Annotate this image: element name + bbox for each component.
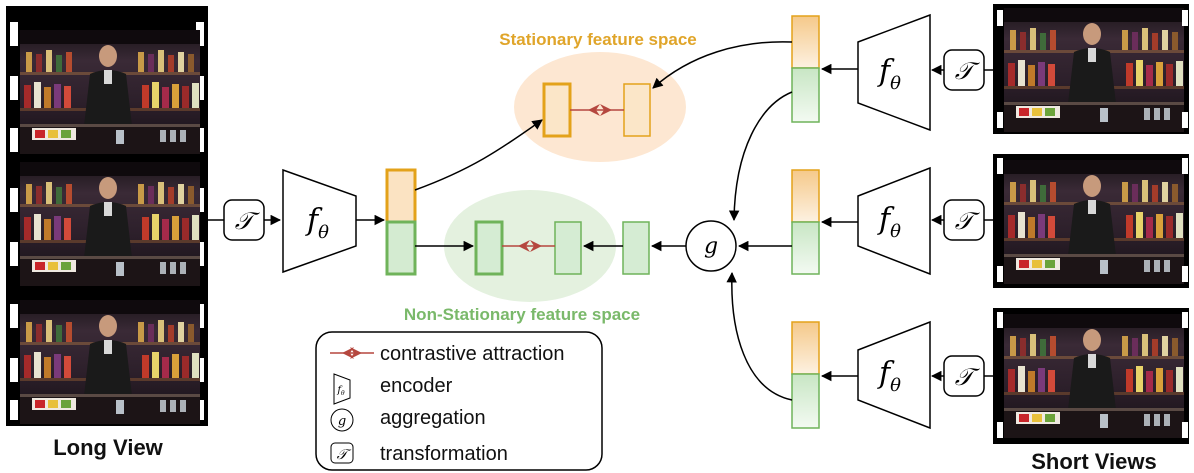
- svg-text:fθ: fθ: [336, 385, 345, 397]
- long-view-frame-3: [20, 300, 200, 424]
- encoder-subscript: θ: [890, 375, 901, 396]
- short-encoder-1: fθ: [857, 13, 931, 132]
- legend: contrastive attraction fθ encoder g aggr…: [315, 331, 603, 471]
- aggregation-symbol: g: [704, 234, 718, 259]
- legend-contrastive-item: contrastive attraction: [330, 343, 565, 365]
- non-stationary-attraction-arrow: [502, 240, 555, 252]
- legend-encoder-text: encoder: [380, 375, 453, 397]
- film-sprocket-holes-left: [10, 22, 18, 420]
- short-feature-vector-3: [791, 321, 820, 429]
- non-stationary-long-feature: [474, 220, 504, 276]
- aggregation-node: g: [685, 220, 737, 272]
- stationary-feature-region: [514, 52, 686, 162]
- short-transformation-box-1: 𝒯: [943, 49, 985, 91]
- stationary-long-feature: [542, 82, 572, 138]
- non-stationary-short-feature: [554, 221, 582, 275]
- short-transformation-box-2: 𝒯: [943, 199, 985, 241]
- encoder-subscript: θ: [318, 222, 329, 243]
- stationary-space-label: Stationary feature space: [499, 30, 696, 49]
- aggregated-feature: [622, 221, 650, 275]
- short-views-label: Short Views: [1031, 449, 1157, 473]
- short-encoder-2: fθ: [857, 166, 931, 276]
- short-view-clip-3: [993, 308, 1189, 444]
- encoder-subscript: θ: [890, 221, 901, 242]
- legend-transformation-item: 𝒯 transformation: [330, 442, 508, 465]
- long-view-frame-1: [20, 30, 200, 154]
- legend-aggregation-item: g aggregation: [330, 407, 486, 432]
- short-feature-vector-2: [791, 169, 820, 275]
- aggregation-symbol: g: [338, 414, 346, 429]
- long-transformation-box: 𝒯: [223, 199, 265, 241]
- stationary-short-feature: [623, 83, 651, 137]
- legend-contrastive-text: contrastive attraction: [380, 343, 565, 365]
- legend-transformation-text: transformation: [380, 443, 508, 465]
- long-view-label: Long View: [53, 435, 163, 460]
- non-stationary-space-label: Non-Stationary feature space: [404, 305, 640, 324]
- film-sprocket-holes-right: [196, 22, 204, 420]
- long-view-film-strip: [6, 6, 208, 426]
- short-transformation-box-3: 𝒯: [943, 355, 985, 397]
- short-view-clip-2: [993, 154, 1189, 288]
- short-encoder-3: fθ: [857, 320, 931, 430]
- long-encoder: fθ: [282, 168, 357, 274]
- short-view-clip-1: [993, 4, 1189, 134]
- legend-aggregation-text: aggregation: [380, 407, 486, 429]
- stationary-attraction-arrow: [570, 104, 624, 116]
- legend-encoder-item: fθ encoder: [333, 373, 453, 405]
- encoder-symbol: f: [336, 385, 343, 396]
- encoder-subscript: θ: [890, 73, 901, 94]
- long-feature-vector: [385, 168, 417, 276]
- short-feature-vector-1: [791, 15, 820, 123]
- encoder-subscript: θ: [341, 390, 345, 397]
- long-view-frame-2: [20, 162, 200, 286]
